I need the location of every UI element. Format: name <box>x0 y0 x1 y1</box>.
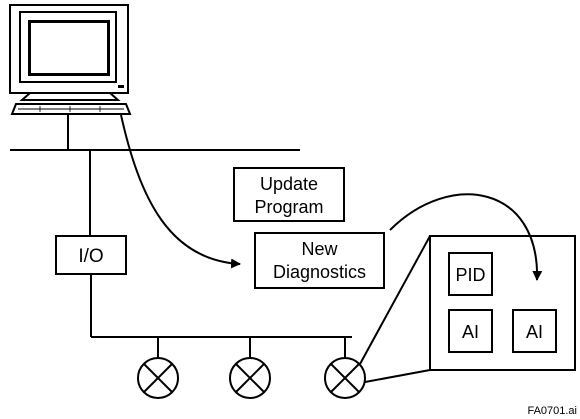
ai-right-label: AI <box>526 322 543 342</box>
pid-label: PID <box>455 265 485 285</box>
zoom-line-top <box>359 235 431 365</box>
device-detail-box: PID AI AI <box>429 235 576 371</box>
figure-id-label: FA0701.ai <box>527 405 577 417</box>
ai-block-right <box>512 309 557 353</box>
ai-block-left <box>448 309 493 353</box>
download-arrow <box>120 114 241 269</box>
io-box: I/O <box>55 235 127 275</box>
pid-block <box>448 252 493 296</box>
field-device-icon-3 <box>324 357 366 399</box>
ai-left-label: AI <box>462 322 479 342</box>
computer-icon <box>9 4 132 115</box>
new-diagnostics-box: New Diagnostics <box>254 232 385 289</box>
field-device-icon-1 <box>137 357 179 399</box>
zoom-line-bottom <box>364 369 431 383</box>
new-label-line2: Diagnostics <box>273 262 366 282</box>
update-program-box: Update Program <box>233 167 345 222</box>
new-label-line1: New <box>301 239 338 259</box>
field-device-icon-2 <box>229 357 271 399</box>
update-label-line1: Update <box>260 174 318 194</box>
io-label: I/O <box>78 246 103 267</box>
update-label-line2: Program <box>254 197 323 217</box>
deploy-arrow <box>389 193 543 281</box>
